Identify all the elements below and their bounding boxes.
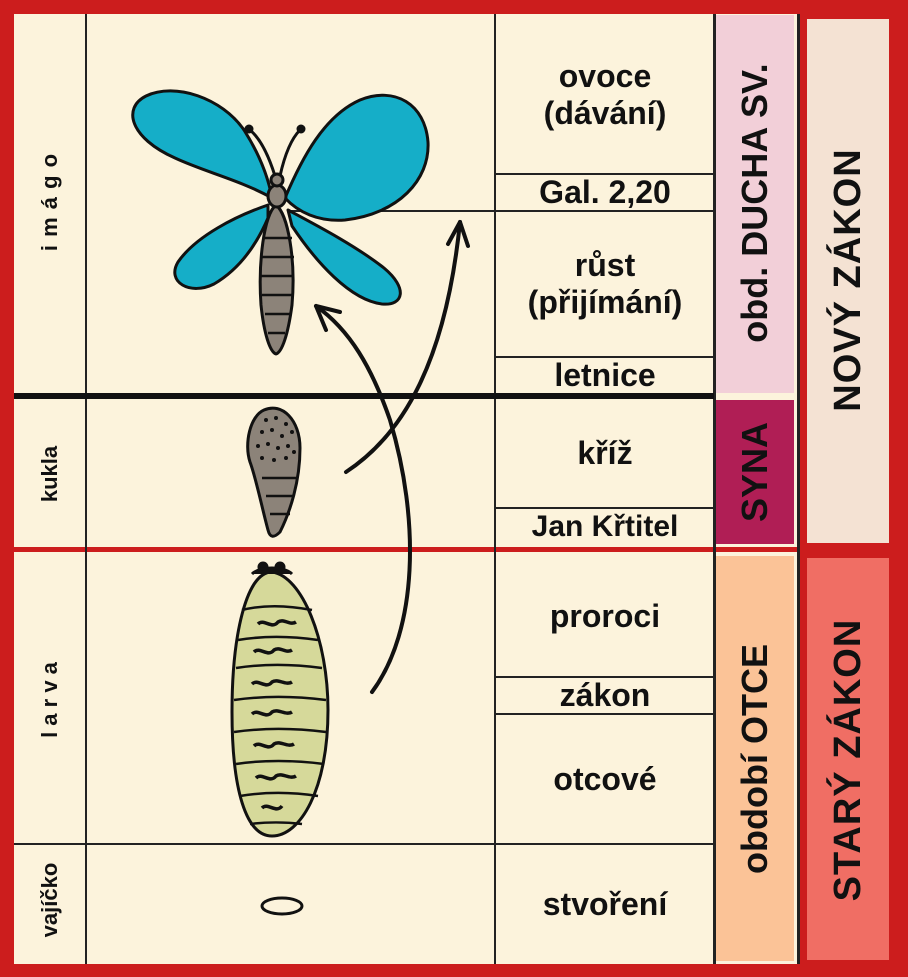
cell-stvoreni: stvoření	[542, 885, 668, 922]
grid-line	[713, 14, 716, 964]
cell-proroci: proroci	[549, 597, 661, 634]
arrow-icon	[314, 220, 470, 694]
larva-icon	[230, 561, 330, 838]
grid-line	[494, 713, 714, 715]
butterfly-wing-upper-left	[131, 89, 274, 200]
cell-ovoce: ovoce (dávání)	[543, 57, 667, 131]
grid-line	[494, 676, 714, 678]
grid-line	[494, 356, 714, 358]
pupa-icon	[246, 406, 302, 538]
cell-rust: růst (přijímání)	[527, 247, 683, 320]
stary-band	[805, 556, 891, 962]
grid-line	[494, 173, 714, 175]
butterfly-wing-upper-right	[283, 93, 430, 222]
grid-line	[14, 843, 714, 845]
cell-otcove: otcové	[553, 760, 657, 797]
lower-panel	[14, 552, 798, 964]
butterfly-wing-lower-right	[286, 208, 402, 306]
cell-kriz: kříž	[577, 434, 633, 471]
otce-band	[716, 556, 794, 961]
cell-gal: Gal. 2,20	[539, 174, 671, 211]
ducha-band	[716, 15, 794, 393]
butterfly-icon	[131, 89, 430, 356]
cell-jan: Jan Křtitel	[531, 509, 679, 543]
butterfly-wing-lower-left	[173, 203, 270, 290]
grid-line	[494, 14, 496, 964]
grid-line	[494, 507, 714, 509]
butterfly-thorax	[266, 183, 288, 209]
cell-letnice: letnice	[554, 357, 656, 394]
grid-line	[287, 210, 714, 212]
butterfly-antenna-left	[248, 128, 277, 177]
butterfly-abdomen	[258, 203, 295, 356]
cell-zakon: zákon	[559, 677, 651, 714]
novy-band	[805, 17, 891, 545]
syna-band	[716, 400, 794, 544]
grid-line	[85, 14, 87, 964]
egg-icon	[260, 896, 304, 916]
grid-line	[797, 14, 800, 964]
butterfly-antenna-right	[278, 128, 302, 177]
stage-divider	[14, 393, 714, 399]
